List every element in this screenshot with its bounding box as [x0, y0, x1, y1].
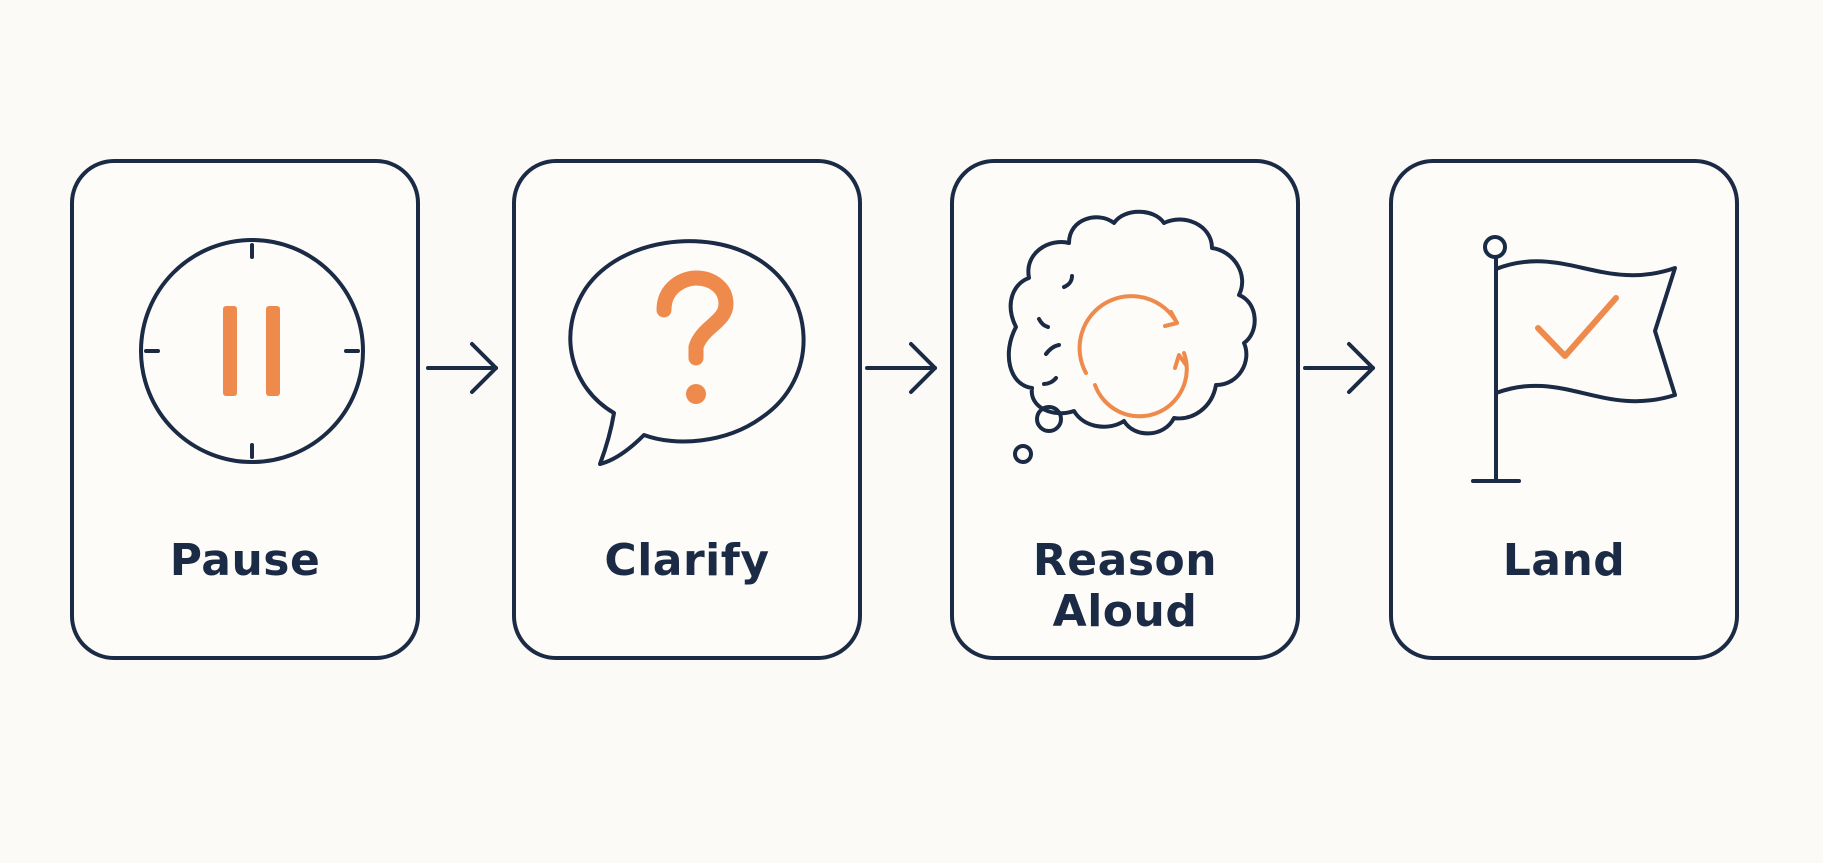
step-card-pause: Pause [70, 159, 420, 660]
checkmark-flag-icon [1471, 235, 1677, 483]
thinking-cloud-icon [1006, 209, 1257, 464]
step-card-clarify: Clarify [512, 159, 862, 660]
arrow-right-icon [1303, 342, 1375, 394]
step-card-land: Land [1389, 159, 1739, 660]
question-speech-bubble-icon [568, 239, 806, 466]
step-card-reason-aloud: Reason Aloud [950, 159, 1300, 660]
step-label-pause: Pause [169, 535, 321, 586]
arrow-right-icon [426, 342, 498, 394]
step-label-reason-aloud: Reason Aloud [1032, 535, 1218, 637]
pause-timer-icon [139, 238, 365, 464]
step-label-land: Land [1502, 535, 1626, 586]
arrow-right-icon [865, 342, 937, 394]
step-label-clarify: Clarify [604, 535, 770, 586]
